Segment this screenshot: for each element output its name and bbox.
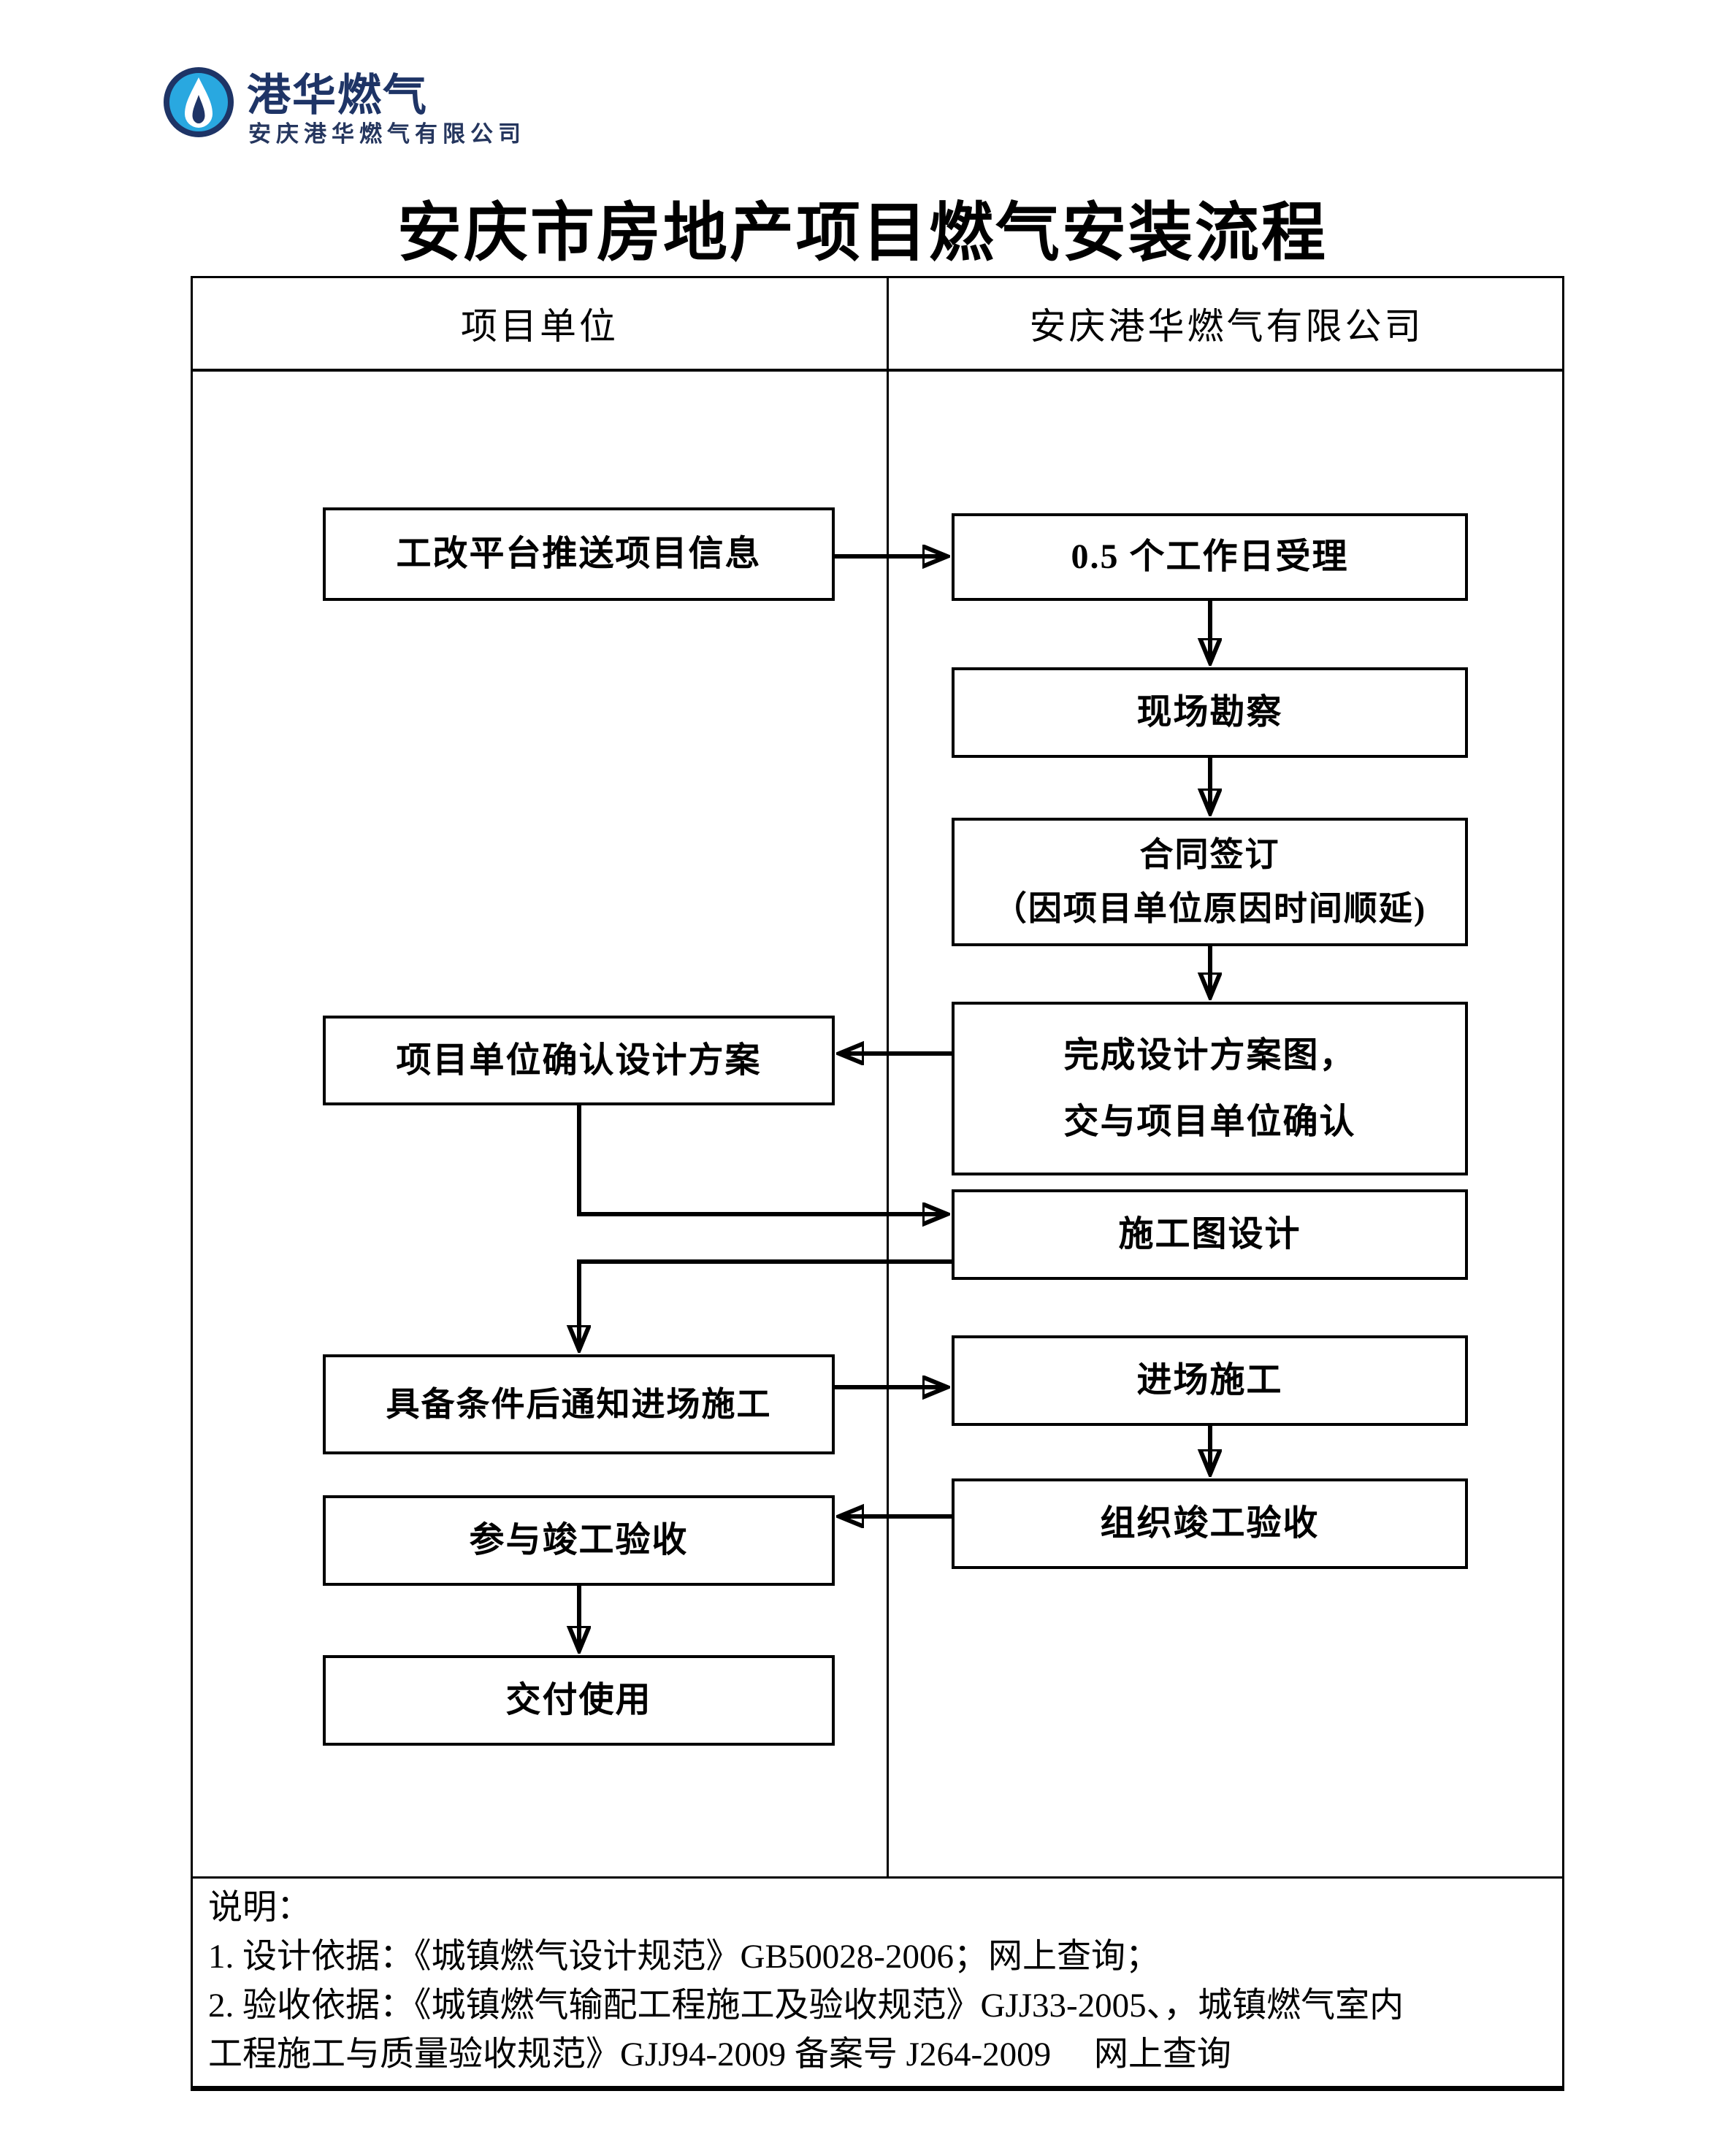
note-line-acceptance-basis: 2. 验收依据：《城镇燃气输配工程施工及验收规范》GJJ33-2005、，城镇燃…: [208, 1987, 1404, 2025]
flow-box-halfday-acceptance: 0.5 个工作日受理: [952, 513, 1468, 601]
column-header-project-unit: 项目单位: [461, 306, 619, 347]
flow-box-enter-construction: 进场施工: [952, 1335, 1468, 1426]
table-border: [191, 276, 1564, 2091]
flow-box-design-plan: 完成设计方案图， 交与项目单位确认: [952, 1002, 1468, 1175]
column-header-gas-company: 安庆港华燃气有限公司: [1029, 306, 1424, 347]
company-name: 安庆港华燃气有限公司: [248, 121, 526, 147]
note-line-acceptance-basis-cont: 工程施工与质量验收规范》GJJ94-2009 备案号 J264-2009 网上查…: [208, 2036, 1231, 2073]
flow-box-join-acceptance: 参与竣工验收: [323, 1495, 835, 1586]
notes-section: 说明： 1. 设计依据：《城镇燃气设计规范》GB50028-2006；网上查询；…: [208, 1884, 1556, 2079]
column-divider-line: [887, 276, 889, 1879]
header-separator-line: [191, 369, 1564, 372]
company-logo: 港华燃气 安庆港华燃气有限公司: [162, 63, 542, 150]
flow-box-construction-drawing: 施工图设计: [952, 1189, 1468, 1280]
brand-name: 港华燃气: [247, 71, 428, 120]
flow-box-delivery: 交付使用: [323, 1655, 835, 1746]
flow-box-organize-acceptance: 组织竣工验收: [952, 1478, 1468, 1569]
flow-box-confirm-design: 项目单位确认设计方案: [323, 1016, 835, 1105]
notes-title: 说明：: [208, 1889, 311, 1927]
flow-box-contract-signing: 合同签订 （因项目单位原因时间顺延): [952, 818, 1468, 946]
gas-flame-icon: [162, 66, 235, 139]
flow-box-notify-construction: 具备条件后通知进场施工: [323, 1354, 835, 1454]
page-title: 安庆市房地产项目燃气安装流程: [397, 199, 1328, 269]
flow-box-site-survey: 现场勘察: [952, 667, 1468, 758]
note-line-design-basis: 1. 设计依据：《城镇燃气设计规范》GB50028-2006；网上查询；: [208, 1938, 1160, 1976]
notes-separator-line: [191, 1876, 1564, 1879]
flow-box-push-project-info: 工改平台推送项目信息: [323, 507, 835, 601]
